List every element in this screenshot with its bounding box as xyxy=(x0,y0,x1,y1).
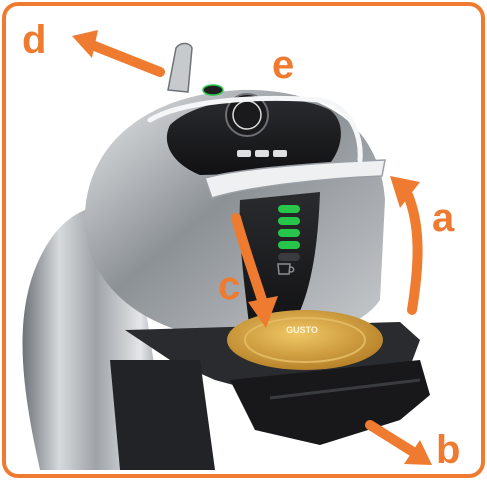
power-button[interactable] xyxy=(203,85,223,95)
arrow-b xyxy=(370,425,418,455)
machine-base xyxy=(110,360,215,470)
label-e: e xyxy=(272,45,294,85)
capsule-brand-text: GUSTO xyxy=(262,325,342,335)
xl-button[interactable] xyxy=(255,150,269,157)
cup-button[interactable] xyxy=(273,150,287,157)
label-c: c xyxy=(218,266,240,306)
label-b: b xyxy=(436,430,460,470)
led-segment xyxy=(278,253,300,261)
led-segment xyxy=(278,217,300,225)
temp-button[interactable] xyxy=(237,150,251,157)
arrow-a xyxy=(408,195,418,310)
led-segment xyxy=(278,229,300,237)
capsule-lever[interactable] xyxy=(168,44,192,93)
label-d: d xyxy=(22,20,46,60)
arrow-d xyxy=(92,45,160,72)
label-a: a xyxy=(432,198,454,238)
led-segment xyxy=(278,241,300,249)
led-segment xyxy=(278,205,300,213)
